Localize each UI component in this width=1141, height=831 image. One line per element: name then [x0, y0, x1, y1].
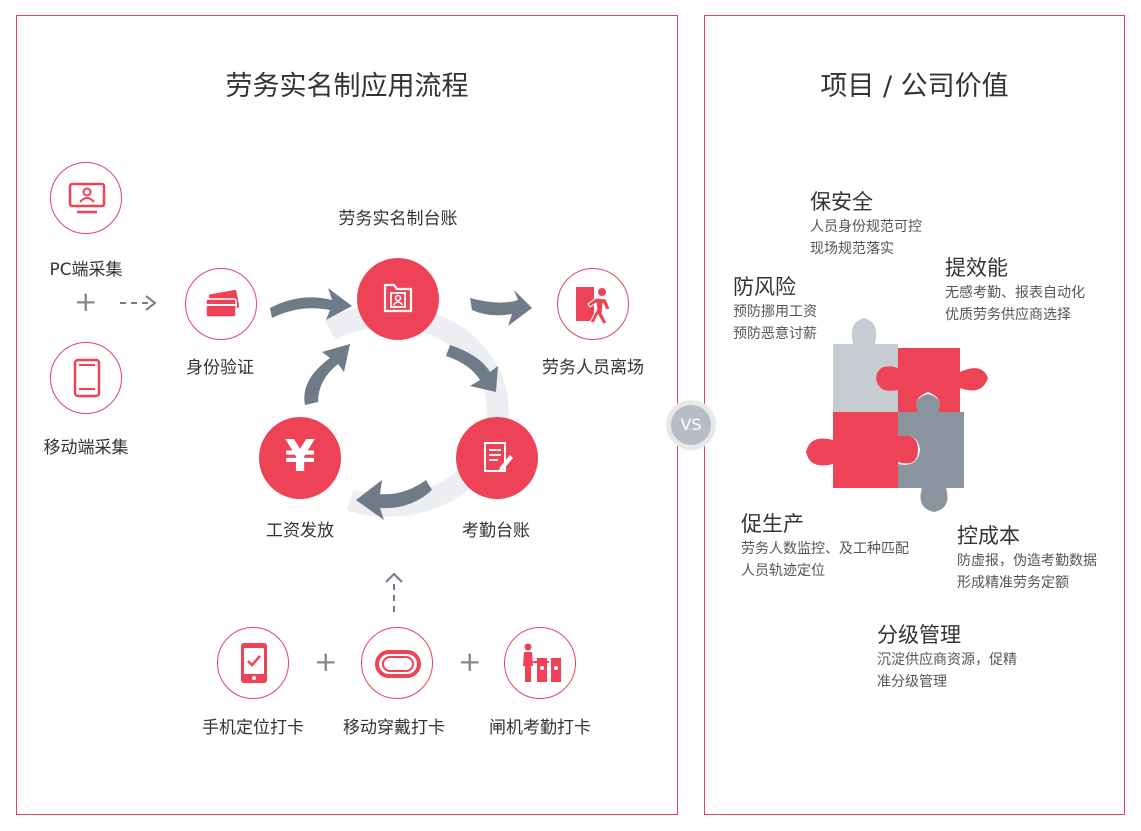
- value-safety-line-1: 人员身份规范可控: [810, 216, 922, 238]
- value-efficiency-line-2: 优质劳务供应商选择: [945, 304, 1071, 326]
- value-risk-line-2: 预防恶意讨薪: [733, 323, 817, 345]
- value-grading-line-1: 沉淀供应商资源，促精: [877, 649, 1017, 671]
- value-cost-title: 控成本: [957, 520, 1020, 550]
- value-efficiency-line-1: 无感考勤、报表自动化: [945, 282, 1085, 304]
- value-risk-title: 防风险: [733, 271, 796, 301]
- value-grading-title: 分级管理: [877, 619, 961, 649]
- value-risk-line-1: 预防挪用工资: [733, 301, 817, 323]
- value-safety-line-2: 现场规范落实: [810, 238, 894, 260]
- value-cost-line-1: 防虚报，伪造考勤数据: [957, 550, 1097, 572]
- value-production-line-1: 劳务人数监控、及工种匹配: [741, 538, 909, 560]
- value-safety-title: 保安全: [810, 186, 873, 216]
- value-grading-line-2: 准分级管理: [877, 671, 947, 693]
- value-production-title: 促生产: [741, 508, 804, 538]
- value-efficiency-title: 提效能: [945, 252, 1008, 282]
- value-cost-line-2: 形成精准劳务定额: [957, 572, 1069, 594]
- value-production-line-2: 人员轨迹定位: [741, 560, 825, 582]
